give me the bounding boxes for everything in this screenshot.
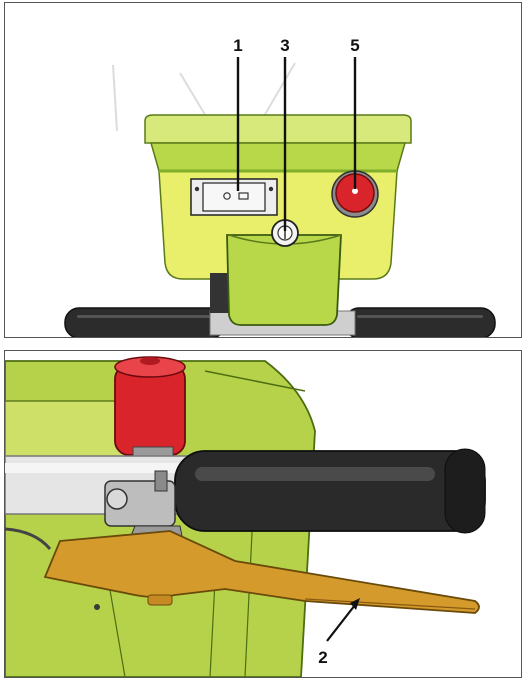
housing-stem [210, 234, 342, 326]
brake-lever [43, 530, 480, 614]
grip-side [174, 448, 486, 534]
callout-2: 2 [318, 648, 327, 667]
callout-lines [236, 57, 357, 231]
callout-5: 5 [350, 36, 359, 55]
callout-1: 1 [233, 36, 242, 55]
top-view-illustration: 1 3 5 [64, 36, 496, 337]
callout-2-arrow [326, 598, 360, 642]
brake-cable [5, 527, 52, 550]
top-view-panel: 1 3 5 [4, 2, 522, 338]
right-grip [344, 307, 496, 337]
bottom-view-panel: 2 [4, 350, 522, 678]
bottom-view-illustration: 2 [5, 356, 486, 677]
display-icon [190, 178, 278, 216]
left-grip [64, 307, 226, 337]
callout-3: 3 [280, 36, 289, 55]
stop-button-side [114, 356, 186, 468]
